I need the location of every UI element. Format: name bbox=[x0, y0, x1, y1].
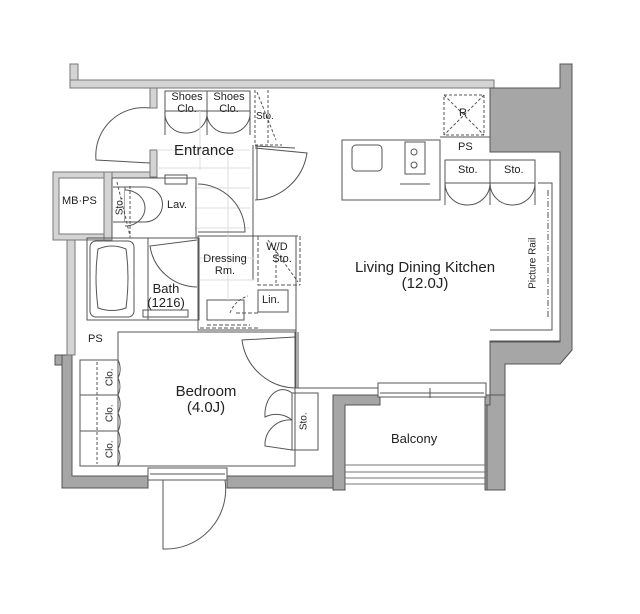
label-line: Dressing bbox=[203, 253, 247, 265]
label-line: Clo. bbox=[219, 102, 239, 115]
label-line: Shoes bbox=[213, 91, 245, 103]
balcony-label: Balcony bbox=[391, 431, 438, 446]
label-line: Bath bbox=[152, 281, 180, 296]
ldk-label: Living Dining Kitchen (12.0J) bbox=[345, 260, 505, 292]
bath-label: Bath (1216) bbox=[140, 282, 192, 309]
lav-storage-label: Sto. bbox=[114, 197, 126, 216]
bedroom-closet-3-label: Clo. bbox=[104, 440, 116, 459]
ps-kitchen-label: PS bbox=[458, 141, 473, 153]
label-line: Shoes bbox=[171, 91, 203, 103]
mbps-label: MB·PS bbox=[62, 195, 97, 207]
bedroom-label: Bedroom (4.0J) bbox=[166, 384, 246, 416]
label-line: Bedroom bbox=[175, 383, 237, 400]
label-line: W/D bbox=[266, 241, 288, 253]
kitchen-storage-1-label: Sto. bbox=[458, 164, 478, 176]
label-line: (1216) bbox=[147, 294, 185, 310]
label-line: (12.0J) bbox=[401, 274, 449, 292]
picture-rail-label: Picture Rail bbox=[527, 237, 539, 289]
label-line: Living Dining Kitchen bbox=[354, 259, 496, 276]
bedroom-closet-1-label: Clo. bbox=[104, 368, 116, 387]
entrance-label: Entrance bbox=[174, 142, 235, 159]
linen-label: Lin. bbox=[262, 294, 280, 306]
shoes-closet-1-label: Shoes Clo. bbox=[168, 91, 206, 115]
dressing-room-label: Dressing Rm. bbox=[199, 253, 251, 277]
label-line: Rm. bbox=[214, 264, 236, 277]
refrigerator-label: R bbox=[459, 107, 467, 119]
label-line: Sto. bbox=[272, 252, 292, 265]
kitchen-storage-2-label: Sto. bbox=[504, 164, 524, 176]
ps-left-label: PS bbox=[88, 333, 103, 345]
label-line: Clo. bbox=[177, 102, 197, 115]
lav-label: Lav. bbox=[167, 199, 187, 211]
wd-storage-label: W/D Sto. bbox=[257, 241, 297, 265]
entrance-storage-label: Sto. bbox=[256, 111, 274, 122]
bedroom-closet-2-label: Clo. bbox=[104, 404, 116, 423]
label-line: (4.0J) bbox=[186, 398, 226, 416]
shoes-closet-2-label: Shoes Clo. bbox=[210, 91, 248, 115]
bedroom-storage-label: Sto. bbox=[298, 412, 310, 431]
